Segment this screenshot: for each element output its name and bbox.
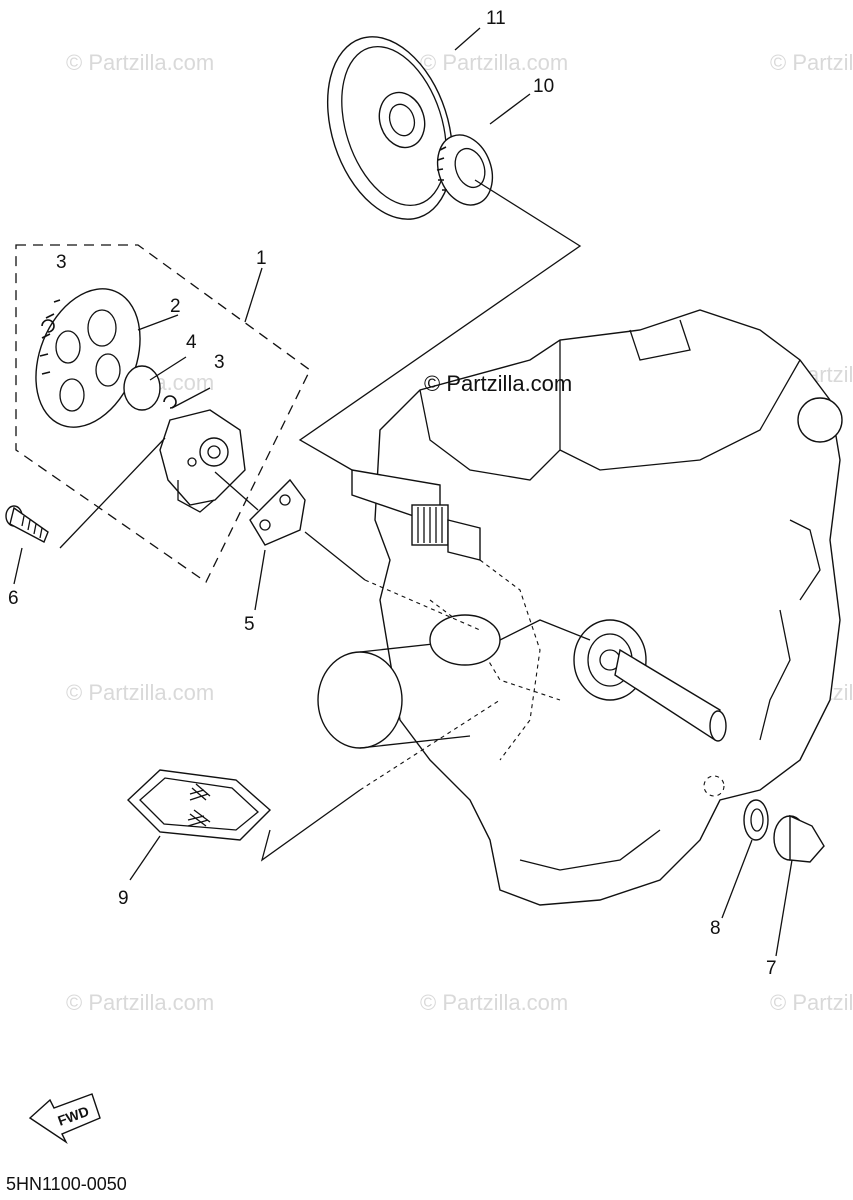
leader-lines <box>13 27 793 957</box>
part-8-gasket-washer <box>743 799 769 841</box>
callout-8: 8 <box>710 918 721 939</box>
partzilla-watermark: © Partzilla.com <box>424 371 572 396</box>
callout-6: 6 <box>8 588 19 609</box>
fwd-arrow-icon: FWD <box>28 1093 101 1145</box>
callout-11: 11 <box>486 8 506 29</box>
callout-3-upper: 3 <box>56 252 67 273</box>
watermark-text: © Partzilla.com <box>420 50 568 75</box>
part-2-pump-gear <box>35 288 141 428</box>
callout-1: 1 <box>256 248 267 269</box>
callout-4: 4 <box>186 332 197 353</box>
part-7-drain-plug <box>773 814 825 863</box>
part-5-gasket <box>249 478 306 546</box>
callout-10: 10 <box>533 76 554 97</box>
callout-5: 5 <box>244 614 255 635</box>
part-11-gear-disk <box>326 36 454 220</box>
watermark-text: © Partzilla.com <box>66 50 214 75</box>
diagram-code: 5HN1100-0050 <box>6 1174 127 1194</box>
callout-labels: 11 10 1 3 2 4 3 6 5 9 8 7 <box>8 8 777 979</box>
watermark-text: © Partzilla.com <box>66 990 214 1015</box>
callout-3-lower: 3 <box>214 352 225 373</box>
oil-pump-body <box>159 409 246 513</box>
watermark-text: © Partzilla.com <box>420 990 568 1015</box>
callout-2: 2 <box>170 296 181 317</box>
watermark-text: © Partzilla.com <box>66 680 214 705</box>
part-9-strainer <box>126 769 272 841</box>
callout-9: 9 <box>118 888 129 909</box>
part-4-washer <box>123 365 161 411</box>
callout-7: 7 <box>766 958 777 979</box>
watermark-text: © Partzilla.com <box>770 990 853 1015</box>
part-3-clip-upper <box>41 319 55 333</box>
crankcase-illustration <box>317 309 843 906</box>
oil-pump-assembly-outline <box>15 244 311 583</box>
part-10-small-gear <box>436 134 494 206</box>
part-6-bolt <box>5 505 49 543</box>
watermark-text: © Partzilla.com <box>770 50 853 75</box>
